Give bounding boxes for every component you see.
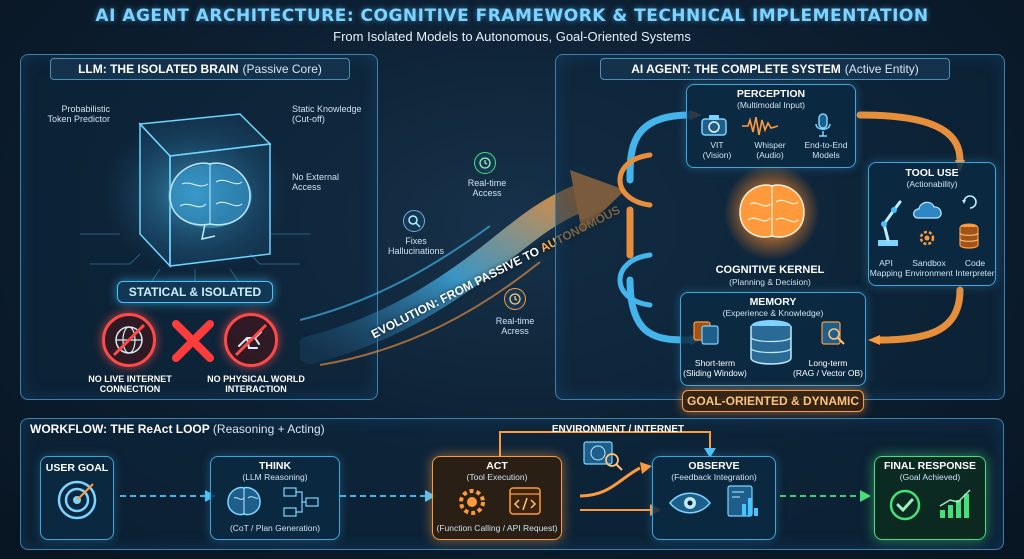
no-physical-icon [224, 313, 278, 367]
think-title: THINK [210, 460, 340, 472]
camera-icon [700, 113, 728, 137]
no-internet-icon [102, 313, 156, 367]
llm-panel-tab-title: LLM: THE ISOLATED BRAIN [78, 62, 238, 76]
tool-item-sandbox: Sandbox Environment [902, 258, 956, 278]
label-probabilistic: Probabilistic Token Predictor [30, 104, 110, 125]
tool-item-code: Code Interpreter [952, 258, 998, 278]
microphone-icon [812, 112, 834, 138]
think-brain-icon [222, 484, 266, 520]
environment-label: ENVIRONMENT / INTERNET [548, 424, 688, 435]
gear-icon [917, 228, 937, 248]
kernel-title: COGNITIVE KERNEL [700, 264, 840, 276]
llm-panel-tab: LLM: THE ISOLATED BRAIN (Passive Core) [50, 58, 350, 80]
robot-arm-icon [872, 194, 906, 250]
waveform-icon [740, 114, 780, 138]
think-subtitle: (LLM Reasoning) [210, 472, 340, 482]
refresh-icon [960, 192, 980, 212]
perception-title: PERCEPTION [686, 88, 856, 100]
agent-panel-tab-subtitle: (Active Entity) [845, 62, 919, 76]
agent-panel-tab: AI AGENT: THE COMPLETE SYSTEM (Active En… [600, 58, 950, 80]
user-goal-title: USER GOAL [40, 462, 114, 474]
checkmark-icon [888, 488, 922, 522]
agent-panel-tab-title: AI AGENT: THE COMPLETE SYSTEM [631, 62, 841, 76]
act-gear-icon [456, 486, 488, 518]
report-chart-icon [726, 484, 760, 520]
goal-oriented-badge: GOAL-ORIENTED & DYNAMIC [682, 390, 864, 412]
label-static-knowledge: Static Knowledge (Cut-off) [292, 104, 382, 125]
realtime-access-top-label: Real-time Access [452, 178, 522, 199]
tool-use-subtitle: (Actionability) [868, 179, 996, 189]
tool-use-title: TOOL USE [868, 167, 996, 179]
observe-subtitle: (Feedback Integration) [652, 472, 776, 482]
act-title: ACT [432, 460, 562, 472]
statical-isolated-badge: STATICAL & ISOLATED [117, 281, 273, 303]
target-icon [55, 478, 99, 522]
perception-item-end-to-end: End-to-End Models [796, 140, 856, 160]
page-title: AI AGENT ARCHITECTURE: COGNITIVE FRAMEWO… [0, 6, 1024, 26]
kernel-brain-icon [712, 162, 832, 262]
act-footer: (Function Calling / API Request) [432, 523, 562, 533]
search-document-icon [818, 320, 848, 348]
perception-item-vit: VIT (Vision) [692, 140, 742, 160]
no-physical-label: NO PHYSICAL WORLD INTERACTION [196, 374, 316, 395]
network-search-icon [582, 440, 626, 472]
kernel-subtitle: (Planning & Decision) [700, 277, 840, 287]
cloud-icon [910, 196, 946, 222]
magnifier-icon [403, 210, 425, 232]
memory-title: MEMORY [680, 296, 866, 308]
final-response-subtitle: (Goal Achieved) [874, 472, 986, 482]
think-footer: (CoT / Plan Generation) [210, 523, 340, 533]
memory-long-term: Long-term (RAG / Vector OB) [792, 358, 864, 378]
code-window-icon [508, 486, 542, 516]
llm-panel-tab-subtitle: (Passive Core) [243, 62, 322, 76]
perception-subtitle: (Multimodal Input) [686, 100, 856, 110]
realtime-access-bottom-label: Real-time Acress [480, 316, 550, 337]
growth-chart-icon [938, 488, 974, 520]
documents-icon [692, 320, 722, 346]
perception-item-whisper: Whisper (Audio) [740, 140, 800, 160]
final-response-title: FINAL RESPONSE [874, 460, 986, 472]
database-icon [958, 222, 980, 250]
memory-subtitle: (Experience & Knowledge) [680, 308, 866, 318]
clock-icon-top [474, 152, 496, 174]
clock-icon-bottom [504, 288, 526, 310]
tool-item-api: API Mapping [868, 258, 904, 278]
no-internet-label: NO LIVE INTERNET CONNECTION [70, 374, 190, 395]
fixes-hallucinations-label: Fixes Hallucinations [376, 236, 456, 257]
eye-icon [668, 490, 712, 516]
flowchart-icon [282, 486, 322, 518]
memory-database-icon [748, 318, 794, 366]
memory-short-term: Short-term (Sliding Window) [682, 358, 748, 378]
page-subtitle: From Isolated Models to Autonomous, Goal… [0, 29, 1024, 44]
act-subtitle: (Tool Execution) [432, 472, 562, 482]
observe-title: OBSERVE [652, 460, 776, 472]
red-x-icon [168, 316, 218, 366]
